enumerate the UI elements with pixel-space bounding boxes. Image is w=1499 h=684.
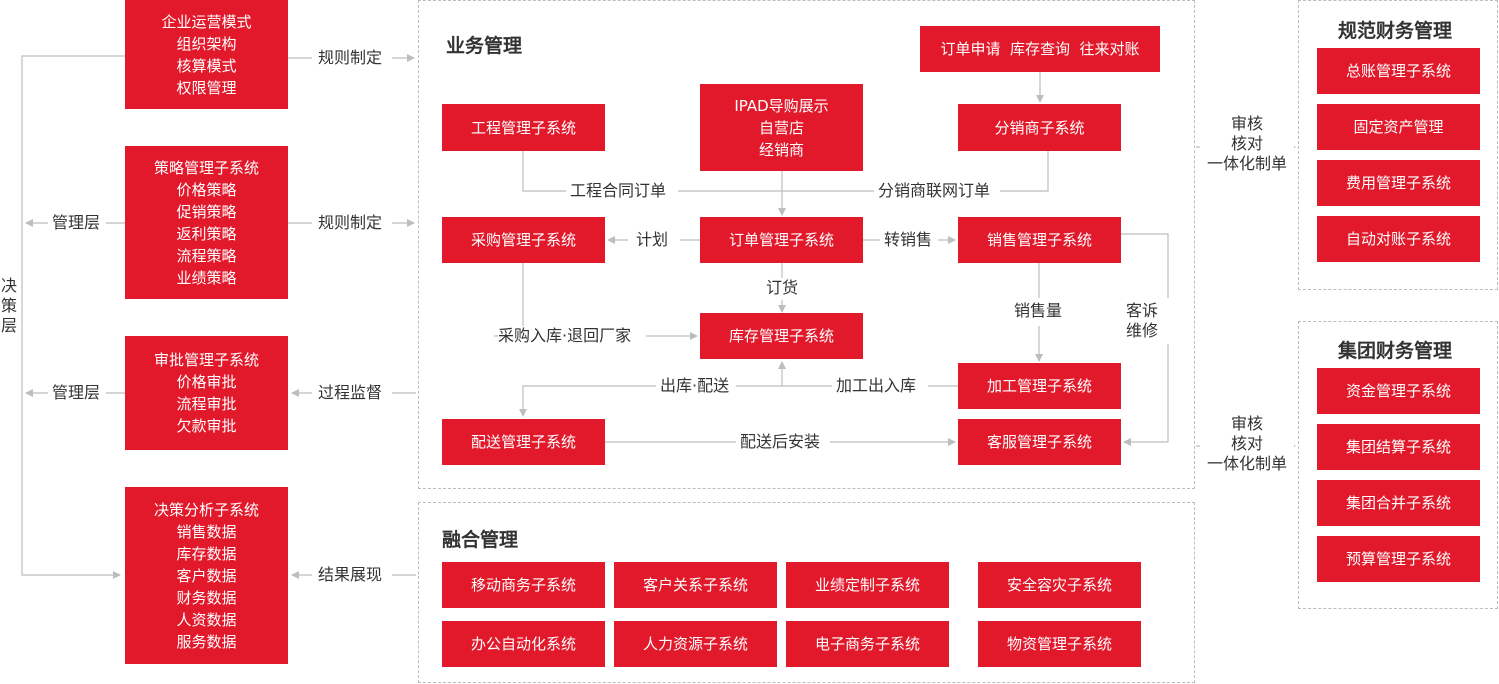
engineering-contract-label: 工程合同订单: [570, 181, 667, 201]
finance-item-fixed-assets[interactable]: 固定资产管理: [1317, 104, 1480, 150]
processing-io-label: 加工出入库: [836, 376, 917, 396]
finance-panel: [1298, 0, 1498, 290]
purchase-inbound-label: 采购入库·退回厂家: [498, 326, 632, 346]
purchase-subsystem-box[interactable]: 采购管理子系统: [442, 217, 605, 263]
business-panel: [418, 0, 1195, 489]
audit-label-2: 审核 核对 一体化制单: [1200, 414, 1294, 474]
result-display-label: 结果展现: [318, 565, 383, 585]
fusion-item-office-automation[interactable]: 办公自动化系统: [442, 621, 605, 667]
group-finance-title: 集团财务管理: [1338, 340, 1453, 362]
delivery-subsystem-box[interactable]: 配送管理子系统: [442, 419, 605, 465]
finance-item-expense[interactable]: 费用管理子系统: [1317, 160, 1480, 206]
approval-management-box[interactable]: 审批管理子系统 价格审批 流程审批 欠款审批: [125, 336, 288, 450]
sales-subsystem-box[interactable]: 销售管理子系统: [958, 217, 1121, 263]
fusion-item-hr[interactable]: 人力资源子系统: [614, 621, 777, 667]
order-goods-label: 订货: [766, 278, 799, 298]
tree-top-branch: [21, 55, 125, 579]
operation-mode-box[interactable]: 企业运营模式 组织架构 核算模式 权限管理: [125, 0, 288, 109]
finance-item-auto-reconcile[interactable]: 自动对账子系统: [1317, 216, 1480, 262]
process-supervision-label: 过程监督: [318, 383, 383, 403]
outbound-delivery-label: 出库·配送: [660, 376, 730, 396]
group-item-consolidation[interactable]: 集团合并子系统: [1317, 480, 1480, 526]
fusion-item-performance[interactable]: 业绩定制子系统: [786, 562, 949, 608]
audit-label-1: 审核 核对 一体化制单: [1200, 114, 1294, 174]
fusion-item-materials[interactable]: 物资管理子系统: [978, 621, 1141, 667]
decision-analysis-box[interactable]: 决策分析子系统 销售数据 库存数据 客户数据 财务数据 人资数据 服务数据: [125, 487, 288, 664]
group-finance-panel: [1298, 321, 1498, 609]
ipad-display-box[interactable]: IPAD导购展示 自营店 经销商: [700, 84, 863, 171]
fusion-item-ecommerce[interactable]: 电子商务子系统: [786, 621, 949, 667]
business-title: 业务管理: [446, 35, 523, 57]
fusion-panel: [418, 502, 1195, 683]
group-item-budget[interactable]: 预算管理子系统: [1317, 536, 1480, 582]
distributor-order-label: 分销商联网订单: [878, 181, 991, 201]
plan-label: 计划: [636, 230, 669, 250]
finance-item-general-ledger[interactable]: 总账管理子系统: [1317, 48, 1480, 94]
fusion-item-mobile-commerce[interactable]: 移动商务子系统: [442, 562, 605, 608]
decision-layer-label: 决 策 层: [0, 276, 18, 336]
fusion-title: 融合管理: [442, 529, 519, 551]
fusion-item-disaster-recovery[interactable]: 安全容灾子系统: [978, 562, 1141, 608]
order-request-box[interactable]: 订单申请 库存查询 往来对账: [920, 26, 1160, 72]
inventory-subsystem-box[interactable]: 库存管理子系统: [700, 313, 863, 359]
finance-title: 规范财务管理: [1338, 20, 1453, 42]
manage-layer-label-1: 管理层: [52, 213, 101, 233]
strategy-management-box[interactable]: 策略管理子系统 价格策略 促销策略 返利策略 流程策略 业绩策略: [125, 146, 288, 299]
processing-subsystem-box[interactable]: 加工管理子系统: [958, 363, 1121, 409]
distributor-subsystem-box[interactable]: 分销商子系统: [958, 104, 1121, 151]
fusion-item-crm[interactable]: 客户关系子系统: [614, 562, 777, 608]
customer-service-subsystem-box[interactable]: 客服管理子系统: [958, 419, 1121, 465]
order-subsystem-box[interactable]: 订单管理子系统: [700, 217, 863, 263]
group-item-settlement[interactable]: 集团结算子系统: [1317, 424, 1480, 470]
complaint-repair-label: 客诉 维修: [1126, 301, 1159, 341]
post-delivery-install-label: 配送后安装: [740, 432, 821, 452]
group-item-funds[interactable]: 资金管理子系统: [1317, 368, 1480, 414]
rule-making-label-1: 规则制定: [318, 48, 383, 68]
sales-volume-label: 销售量: [1014, 301, 1063, 321]
engineering-subsystem-box[interactable]: 工程管理子系统: [442, 104, 605, 151]
manage-layer-label-2: 管理层: [52, 383, 101, 403]
transfer-sales-label: 转销售: [884, 230, 933, 250]
rule-making-label-2: 规则制定: [318, 213, 383, 233]
